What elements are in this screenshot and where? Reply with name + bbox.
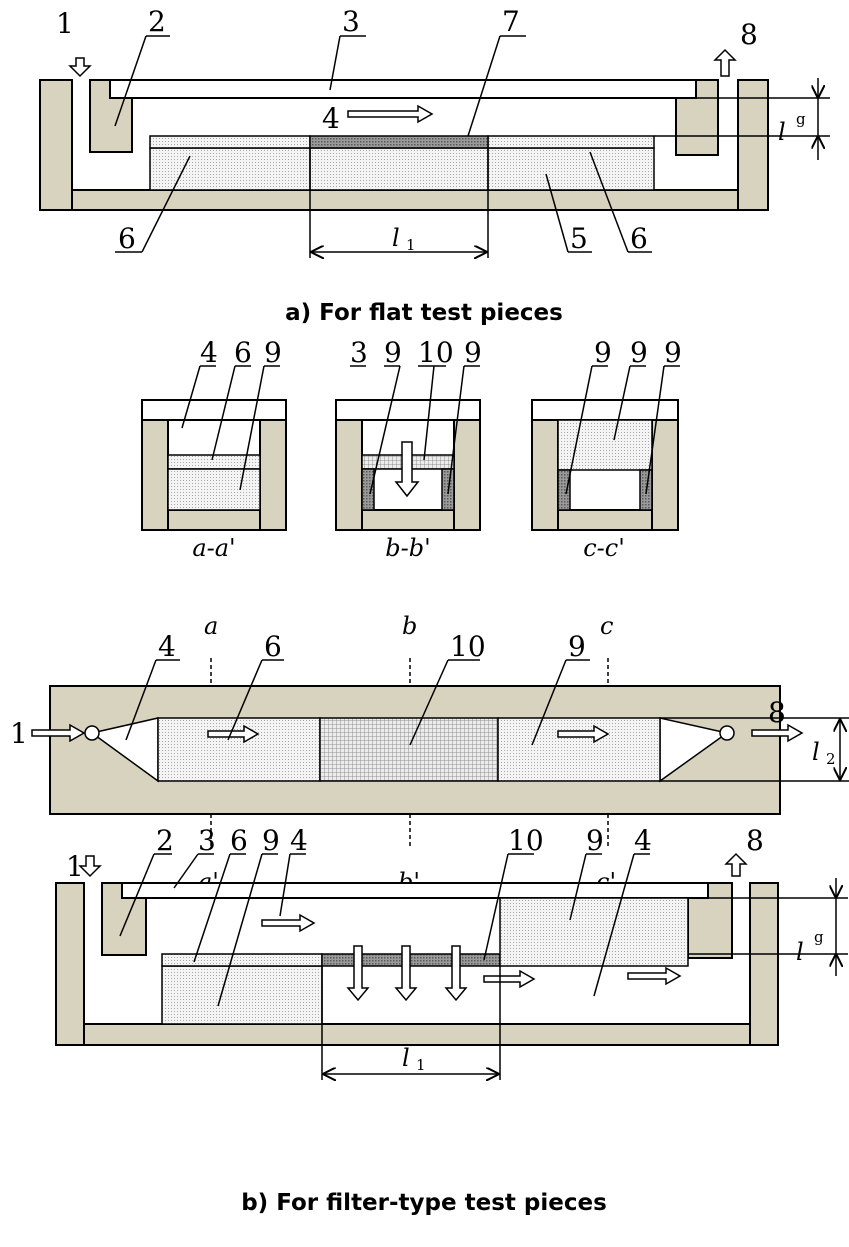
filter-flow-right-icon-2 <box>483 969 536 989</box>
callout-8: 8 <box>740 18 758 51</box>
section-b-b: 3 9 10 9 b-b' <box>335 336 482 562</box>
filter-cover-plate <box>121 882 709 899</box>
plan-outlet-arrow-icon <box>751 723 804 743</box>
callout-6-left: 6 <box>118 222 136 255</box>
inlet-arrow-down-icon <box>68 57 92 78</box>
filter-membrane <box>321 953 501 967</box>
section-label-aa: a-a' <box>192 534 235 562</box>
plan-view: 4 6 10 9 1 8 a b c a' b' c' l 2 <box>10 612 849 896</box>
filter-callout-3: 3 <box>198 824 216 857</box>
section-label-bb: b-b' <box>385 534 430 562</box>
filter-callout-6: 6 <box>230 824 248 857</box>
sec-a-callout-4: 4 <box>200 336 218 369</box>
plan-callout-6: 6 <box>264 630 282 663</box>
filter-dim-lg-l: l <box>796 938 804 966</box>
caption-flat: a) For flat test pieces <box>285 300 563 326</box>
plan-inlet-zone <box>157 717 321 782</box>
sec-a-callout-9: 9 <box>264 336 282 369</box>
filter-right-wall <box>749 882 779 1046</box>
plan-callout-10: 10 <box>450 630 486 663</box>
callout-5: 5 <box>570 222 588 255</box>
outlet-port <box>719 725 735 741</box>
plan-flow-arrow-icon-2 <box>557 724 610 744</box>
sec-c-callout-9a: 9 <box>594 336 612 369</box>
filter-outlet-arrow-up-icon <box>724 852 748 877</box>
section-c-c: 9 9 9 c-c' <box>531 336 682 562</box>
filter-seal-strip <box>161 953 323 967</box>
seal-strip-left <box>149 135 311 149</box>
dim-l2-l: l <box>812 738 820 766</box>
section-a-a: 4 6 9 a-a' <box>141 336 287 562</box>
sec-b-callout-9a: 9 <box>384 336 402 369</box>
filter-flow-down-icon-3 <box>444 945 468 1002</box>
right-outer-wall <box>737 79 769 211</box>
sec-b-callout-3: 3 <box>350 336 368 369</box>
filter-dim-l1-l: l <box>402 1044 410 1072</box>
filter-callout-4b: 4 <box>634 824 652 857</box>
plan-outlet-zone <box>497 717 661 782</box>
plan-callout-9: 9 <box>568 630 586 663</box>
test-piece-body <box>149 147 655 191</box>
plan-callout-8: 8 <box>768 696 786 729</box>
filter-base <box>83 1023 751 1046</box>
filter-callout-4a: 4 <box>290 824 308 857</box>
filter-flow-right-icon-1 <box>261 913 316 933</box>
filter-test-cell: 1 2 3 6 9 4 10 9 4 8 l g l 1 <box>55 824 848 1080</box>
callout-2: 2 <box>148 5 166 38</box>
flat-test-cell: 1 2 3 4 7 8 6 5 6 l g l 1 <box>39 5 830 258</box>
filter-inlet-arrow-down-icon <box>78 855 102 878</box>
dim-lg-sub: g <box>796 110 806 128</box>
callout-1: 1 <box>56 7 74 40</box>
cut-c: c <box>600 612 613 640</box>
filter-inlet-block <box>161 965 323 1025</box>
outlet-arrow-up-icon <box>713 48 737 77</box>
cut-a: a <box>204 612 218 640</box>
cut-b: b <box>402 612 417 640</box>
plan-callout-4: 4 <box>158 630 176 663</box>
filter-flow-down-icon <box>394 441 420 498</box>
sec-c-callout-9c: 9 <box>664 336 682 369</box>
sec-c-callout-9b: 9 <box>630 336 648 369</box>
cover-plate <box>109 79 697 99</box>
filter-callout-9a: 9 <box>262 824 280 857</box>
filter-callout-10: 10 <box>508 824 544 857</box>
callout-4: 4 <box>322 102 340 135</box>
plan-filter-zone <box>319 717 499 782</box>
plan-inlet-arrow-icon <box>31 723 86 743</box>
callout-3: 3 <box>342 5 360 38</box>
dim-l1-sub: 1 <box>406 236 416 254</box>
dim-l1-l: l <box>392 224 400 252</box>
plan-callout-1: 1 <box>10 717 28 750</box>
sec-b-callout-9b: 9 <box>464 336 482 369</box>
filter-left-wall <box>55 882 85 1046</box>
dim-l2-sub: 2 <box>826 750 836 768</box>
filter-flow-down-icon-2 <box>394 945 418 1002</box>
test-surface-strip <box>309 135 489 149</box>
filter-flow-right-icon-3 <box>627 966 682 986</box>
callout-6-right: 6 <box>630 222 648 255</box>
inlet-port <box>84 725 100 741</box>
plan-flow-arrow-icon-1 <box>207 724 260 744</box>
filter-outlet-block <box>499 897 689 967</box>
callout-7: 7 <box>502 5 520 38</box>
filter-callout-2: 2 <box>156 824 174 857</box>
flow-arrow-right-icon <box>347 104 434 124</box>
caption-filter: b) For filter-type test pieces <box>241 1190 607 1216</box>
filter-dim-lg-sub: g <box>814 928 824 946</box>
seal-strip-right <box>487 135 655 149</box>
section-label-cc: c-c' <box>583 534 625 562</box>
sec-a-callout-6: 6 <box>234 336 252 369</box>
filter-callout-1: 1 <box>66 850 84 883</box>
filter-callout-8: 8 <box>746 824 764 857</box>
dim-lg-l: l <box>778 118 786 146</box>
filter-dim-l1-sub: 1 <box>416 1056 426 1074</box>
filter-flow-down-icon-1 <box>346 945 370 1002</box>
filter-callout-9b: 9 <box>586 824 604 857</box>
left-outer-wall <box>39 79 73 211</box>
sec-b-callout-10: 10 <box>418 336 454 369</box>
